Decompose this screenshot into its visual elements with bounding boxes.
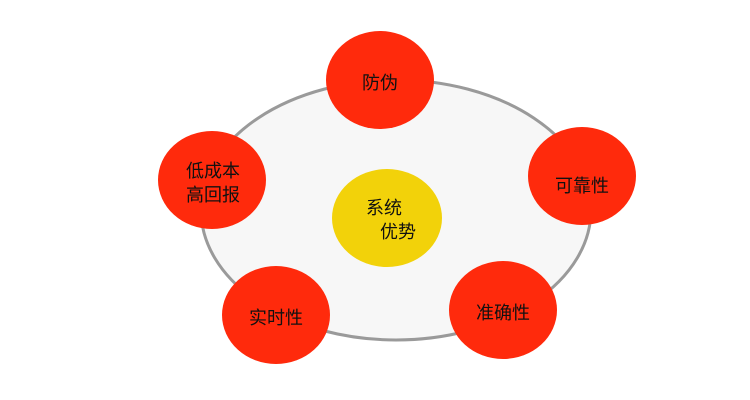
node-fangwei-label: 防伪 [362, 73, 398, 94]
node-kekaoxing-label: 可靠性 [555, 176, 609, 197]
center-node: 系统 优势 [332, 169, 442, 267]
node-kekaoxing: 可靠性 [528, 127, 636, 225]
node-zhunquexing: 准确性 [449, 261, 557, 359]
node-dichengben-label-line-2: 高回报 [186, 185, 240, 206]
node-fangwei: 防伪 [326, 31, 434, 129]
node-kekaoxing-circle [528, 127, 636, 225]
node-zhunquexing-circle [449, 261, 557, 359]
node-dichengben-label-line-1: 低成本 [186, 161, 240, 182]
node-zhunquexing-label: 准确性 [476, 303, 530, 324]
node-shishixing: 实时性 [222, 266, 330, 364]
node-dichengben: 低成本 高回报 [158, 131, 266, 229]
center-label-line-1: 系统 [366, 198, 402, 219]
node-shishixing-label: 实时性 [249, 308, 303, 329]
node-fangwei-circle [326, 31, 434, 129]
node-shishixing-circle [222, 266, 330, 364]
node-dichengben-circle [158, 131, 266, 229]
center-label-line-2: 优势 [380, 222, 416, 243]
center-circle [332, 169, 442, 267]
